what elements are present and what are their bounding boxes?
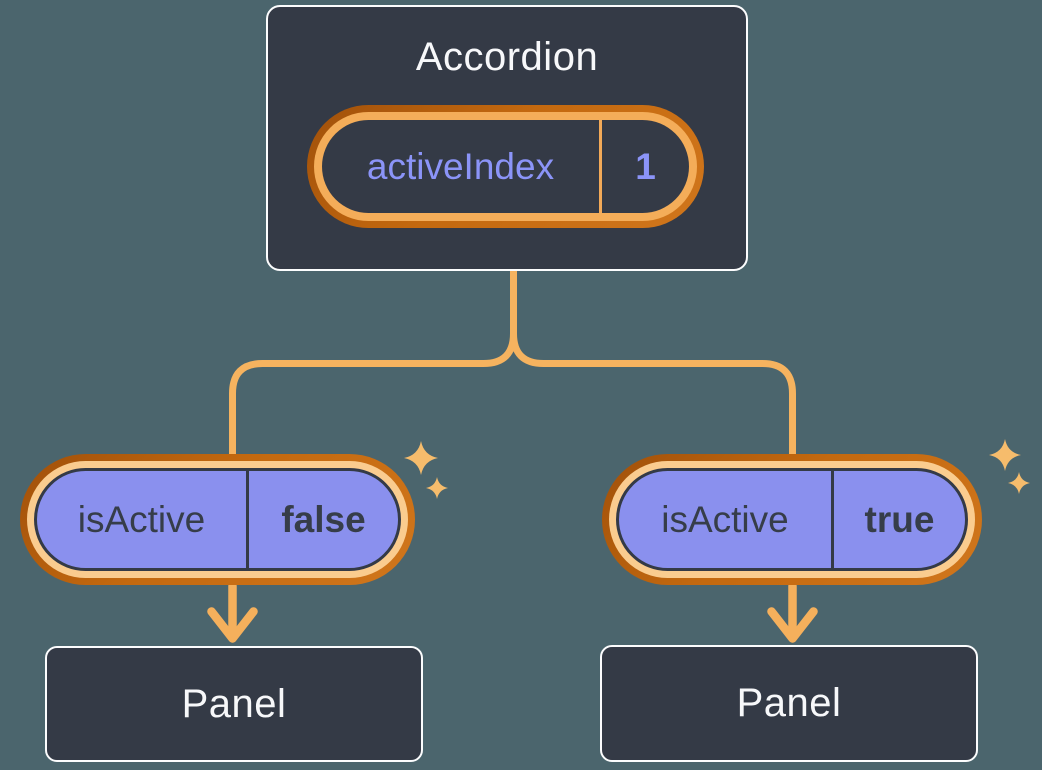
panel-box-right: Panel	[600, 645, 978, 762]
state-value-label: 1	[635, 146, 656, 187]
arrow-down-icon	[207, 581, 258, 643]
prop-pill-isactive-true: isActive true	[602, 454, 982, 585]
state-name-label: activeIndex	[366, 146, 555, 187]
prop-value-label: true	[864, 499, 935, 540]
prop-name-label: isActive	[661, 499, 789, 540]
sparkle-icon	[404, 441, 448, 499]
arrow-down-icon	[767, 581, 818, 643]
prop-pill-body: isActive false	[34, 468, 401, 571]
state-pill-body: activeIndex 1	[322, 120, 689, 213]
accordion-title: Accordion	[415, 35, 599, 79]
pill-divider	[831, 471, 834, 568]
prop-pill-body: isActive true	[616, 468, 968, 571]
panel-box-left: Panel	[45, 646, 423, 762]
state-pill-activeindex: activeIndex 1	[307, 105, 704, 228]
panel-title: Panel	[181, 681, 287, 726]
prop-pill-isactive-false: isActive false	[20, 454, 415, 585]
pill-divider	[246, 471, 249, 568]
prop-pill-ring: isActive false	[27, 461, 408, 578]
state-pill-ring: activeIndex 1	[314, 112, 697, 221]
sparkle-icon	[989, 439, 1030, 494]
prop-value-label: false	[281, 499, 366, 540]
prop-name-label: isActive	[77, 499, 206, 540]
prop-pill-ring: isActive true	[609, 461, 975, 578]
branch-line-right	[510, 268, 796, 462]
pill-divider	[599, 120, 602, 213]
branch-line-left	[229, 268, 517, 462]
panel-title: Panel	[736, 681, 842, 725]
